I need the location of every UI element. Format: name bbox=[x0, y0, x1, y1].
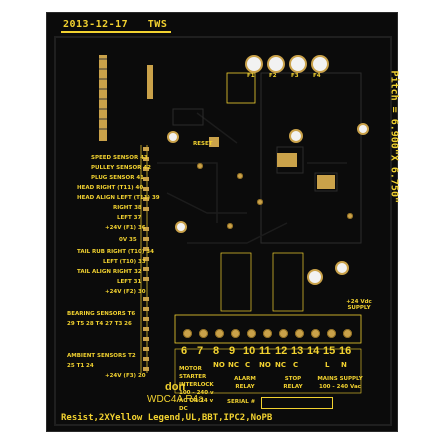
left-label: AMBIENT SENSORS T2 25 T1 24 bbox=[67, 353, 136, 369]
terminal-pad bbox=[231, 329, 240, 338]
terminal-pad bbox=[247, 329, 256, 338]
fuse-holder-4 bbox=[313, 57, 327, 71]
reset-label: RESET bbox=[193, 141, 213, 147]
serial-label: SERIAL # bbox=[227, 399, 256, 405]
supply-voltage-label: +24 Vdc SUPPLY bbox=[346, 299, 372, 311]
left-label: BEARING SENSORS T6 29 T5 28 T4 27 T3 26 bbox=[67, 311, 136, 327]
mounting-hole bbox=[169, 133, 177, 141]
terminal-pad bbox=[199, 329, 208, 338]
terminal-pad bbox=[311, 329, 320, 338]
left-label: TAIL RUB RIGHT (T10) 34 bbox=[77, 249, 154, 255]
model-number: WDC4A R4a bbox=[147, 394, 204, 405]
terminal-number: 14 bbox=[307, 345, 320, 357]
left-label: 0V 35 bbox=[119, 237, 137, 243]
terminal-pad bbox=[327, 329, 336, 338]
alarm-relay-label: ALARM RELAY bbox=[234, 376, 256, 390]
terminal-number: 10 bbox=[243, 345, 256, 357]
date-underline bbox=[61, 31, 171, 33]
mounting-hole bbox=[177, 223, 185, 231]
terminal-sub: L bbox=[325, 361, 330, 369]
mounting-hole bbox=[359, 125, 367, 133]
terminal-number: 12 bbox=[275, 345, 288, 357]
fuse-holder-2 bbox=[269, 57, 283, 71]
brand-logo: don bbox=[165, 381, 186, 393]
via-pad bbox=[197, 163, 203, 169]
serial-box bbox=[261, 397, 333, 409]
via-pad bbox=[237, 173, 243, 179]
left-label: RIGHT 38 bbox=[113, 205, 142, 211]
left-label: +24V (F2) 30 bbox=[105, 289, 146, 295]
left-label: PULLEY SENSOR 42 bbox=[91, 165, 151, 171]
terminal-number: 11 bbox=[259, 345, 271, 357]
terminal-number: 16 bbox=[339, 345, 352, 357]
via-pad bbox=[347, 213, 353, 219]
terminal-pad bbox=[295, 329, 304, 338]
terminal-number: 8 bbox=[213, 345, 220, 357]
left-label: LEFT (T10) 33 bbox=[103, 259, 146, 265]
mounting-hole bbox=[291, 131, 301, 141]
fuse-label-2: F2 bbox=[269, 73, 277, 79]
fuse-label-1: F1 bbox=[247, 73, 255, 79]
terminal-number: 7 bbox=[197, 345, 204, 357]
terminal-number: 6 bbox=[181, 345, 188, 357]
via-pad bbox=[257, 199, 263, 205]
terminal-sub: C bbox=[245, 361, 251, 369]
terminal-pad bbox=[343, 329, 352, 338]
left-label: LEFT 31 bbox=[117, 279, 142, 285]
terminal-sub: NC bbox=[228, 361, 239, 369]
fuse-label-3: F3 bbox=[291, 73, 299, 79]
left-label: HEAD ALIGN LEFT (T11) 39 bbox=[77, 195, 160, 201]
left-label: LEFT 37 bbox=[117, 215, 142, 221]
terminal-number: 15 bbox=[323, 345, 336, 357]
left-label: HEAD RIGHT (T11) 40 bbox=[77, 185, 144, 191]
terminal-pad bbox=[263, 329, 272, 338]
left-label: +24V (F3) 20 bbox=[105, 373, 146, 379]
fab-notes: Resist,2XYellow Legend,UL,BBT,IPC2,NoPB bbox=[61, 413, 273, 423]
terminal-number: 13 bbox=[291, 345, 304, 357]
mains-supply-label: MAINS SUPPLY 100 - 240 Vac bbox=[317, 376, 363, 390]
terminal-pad bbox=[183, 329, 192, 338]
left-label: +24V (F1) 36 bbox=[105, 225, 146, 231]
fuse-holder-1 bbox=[247, 57, 261, 71]
pitch-label: Pitch = 6.900"X 6.750" bbox=[388, 70, 399, 203]
terminal-sub: N bbox=[341, 361, 347, 369]
terminal-number: 9 bbox=[229, 345, 236, 357]
fuse-label-4: F4 bbox=[313, 73, 321, 79]
pcb-board: 2013-12-17 TWS Pitch = 6.900"X 6.750" RE… bbox=[46, 12, 399, 432]
terminal-sub: C bbox=[293, 361, 299, 369]
left-label: PLUG SENSOR 41 bbox=[91, 175, 144, 181]
left-label: SPEED SENSOR 43 bbox=[91, 155, 148, 161]
motor-interlock-label: MOTOR STARTER INTERLOCK 100 - 240 v AC O… bbox=[179, 366, 214, 412]
stop-relay-label: STOP RELAY bbox=[283, 376, 303, 390]
capacitor-hole bbox=[309, 271, 321, 283]
fuse-holder-3 bbox=[291, 57, 305, 71]
left-label: TAIL ALIGN RIGHT 32 bbox=[77, 269, 142, 275]
terminal-sub: NO bbox=[213, 361, 225, 369]
terminal-sub: NO bbox=[259, 361, 271, 369]
mounting-hole bbox=[337, 263, 347, 273]
terminal-pad bbox=[279, 329, 288, 338]
pcb-traces bbox=[54, 36, 392, 426]
terminal-sub: NC bbox=[275, 361, 286, 369]
terminal-pad bbox=[215, 329, 224, 338]
via-pad bbox=[227, 223, 233, 229]
date-code: 2013-12-17 TWS bbox=[63, 19, 168, 30]
